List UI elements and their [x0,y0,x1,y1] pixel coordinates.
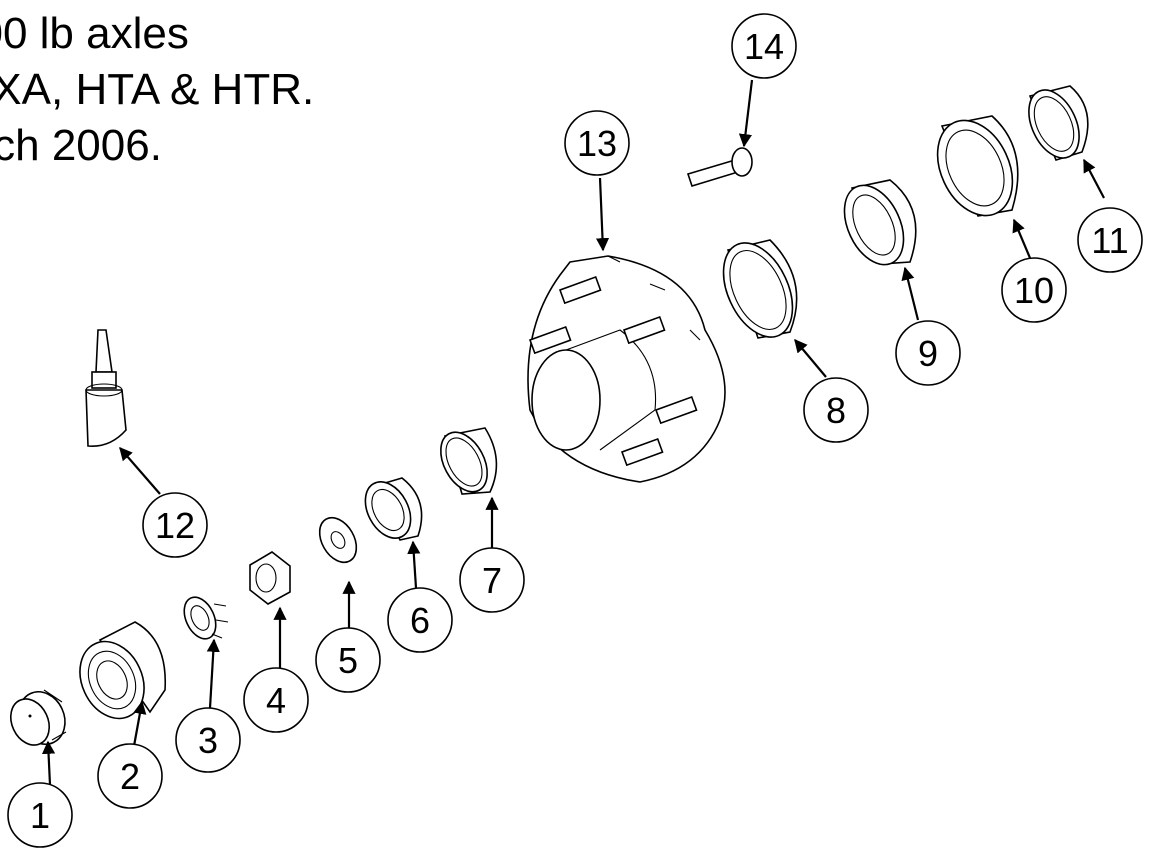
header-text: 200 lb axles TXA, HTA & HTR. arch 2006. [0,6,514,174]
callout-7: 7 [459,547,525,613]
callout-10: 10 [1001,257,1067,323]
svg-text:1: 1 [30,795,50,836]
washer-icon [318,516,358,564]
svg-text:11: 11 [1091,220,1128,261]
svg-text:6: 6 [410,600,430,641]
svg-text:5: 5 [338,640,358,681]
hub-drum-icon [527,255,726,483]
outer-race-icon [440,427,498,495]
grease-seal-icon [936,115,1019,217]
spindle-nut-icon [249,551,291,605]
seal-ring-icon [1028,85,1089,161]
callout-8: 8 [803,377,869,443]
callout-9: 9 [895,320,961,386]
svg-text:7: 7 [482,560,502,601]
callout-4: 4 [243,667,309,733]
leader-arrows [41,79,1105,786]
callout-1: 1 [7,782,73,848]
svg-text:9: 9 [918,333,938,374]
callout-6: 6 [387,587,453,653]
svg-text:3: 3 [198,720,218,761]
hub-cap-icon [79,621,167,720]
svg-text:2: 2 [120,756,140,797]
grease-tube-icon [85,329,127,447]
svg-text:10: 10 [1014,270,1054,311]
inner-bearing-icon [843,179,917,266]
callout-11: 11 [1077,207,1143,273]
inner-race-icon [722,239,798,339]
svg-text:13: 13 [577,123,617,164]
header-line-1: 200 lb axles [0,9,189,58]
wheel-stud-icon [686,147,753,187]
header-line-2: TXA, HTA & HTR. [0,65,315,114]
callout-2: 2 [97,743,163,809]
header-line-3: arch 2006. [0,121,162,170]
callout-5: 5 [315,627,381,693]
callout-13: 13 [564,110,630,176]
callout-14: 14 [731,13,797,79]
svg-text:14: 14 [744,26,784,67]
outer-bearing-icon [364,477,423,541]
callout-12: 12 [142,492,208,558]
nut-retainer-icon [183,596,229,640]
dust-cap-icon [9,689,67,746]
svg-text:8: 8 [826,390,846,431]
svg-text:4: 4 [266,680,286,721]
svg-text:12: 12 [155,505,195,546]
callout-3: 3 [175,707,241,773]
